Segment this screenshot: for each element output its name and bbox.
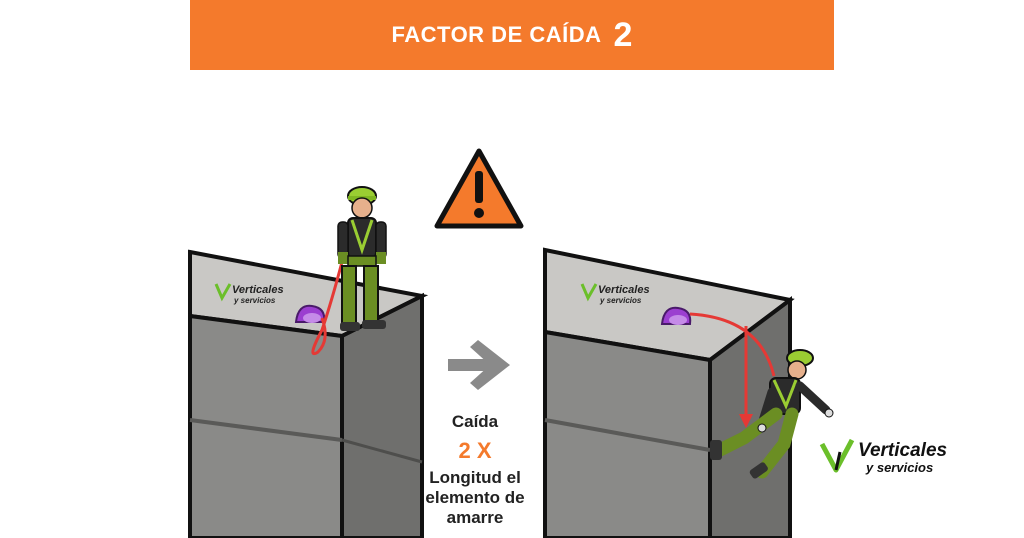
title-number: 2 — [613, 15, 633, 54]
caption-line2: Longitud el elemento de amarre — [425, 468, 525, 527]
left-lanyard — [311, 261, 344, 356]
falling-worker — [710, 349, 834, 479]
caption-multiplier: 2 X — [458, 438, 492, 463]
logo-word1: Verticales — [232, 284, 284, 296]
logo-word2: y servicios — [234, 296, 276, 305]
standing-worker — [337, 186, 387, 331]
title-banner: FACTOR DE CAÍDA 2 — [190, 0, 834, 70]
right-anchor-icon — [660, 306, 692, 325]
logo-mark-left — [214, 283, 232, 302]
fall-caption: Caída 2 X Longitud el elemento de amarre — [425, 412, 525, 528]
logo-word1: Verticales — [598, 284, 650, 296]
logo-mark-right — [580, 283, 598, 302]
right-block — [543, 247, 795, 538]
warning-triangle-icon — [434, 148, 524, 229]
arrow-right-icon — [448, 340, 510, 390]
left-anchor-icon — [294, 304, 326, 323]
fall-arrow-head — [739, 414, 753, 428]
logo-mark-big — [819, 438, 855, 473]
brand-logo: Verticales y servicios — [818, 438, 978, 478]
logo-word2: y servicios — [600, 296, 642, 305]
logo-word1: Verticales — [858, 440, 948, 461]
title-text: FACTOR DE CAÍDA — [391, 22, 602, 47]
caption-line1: Caída — [451, 412, 499, 431]
logo-word2: y servicios — [866, 460, 934, 475]
left-block — [188, 249, 429, 538]
